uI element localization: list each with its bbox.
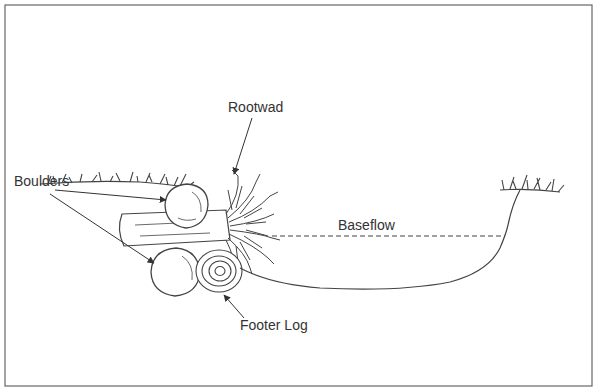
leader-lines xyxy=(50,118,252,318)
part-label: Baseflow xyxy=(338,218,395,233)
part-label: Footer Log xyxy=(240,318,308,333)
frame xyxy=(5,5,592,386)
boulder xyxy=(165,184,208,228)
part-label: Rootwad xyxy=(228,100,283,115)
footer-log xyxy=(196,250,242,292)
part-label: Boulders xyxy=(14,174,69,189)
boulder xyxy=(151,248,200,296)
baseflow-line xyxy=(272,235,505,236)
right-bank-grass xyxy=(500,175,564,192)
channel-bed xyxy=(240,190,520,289)
